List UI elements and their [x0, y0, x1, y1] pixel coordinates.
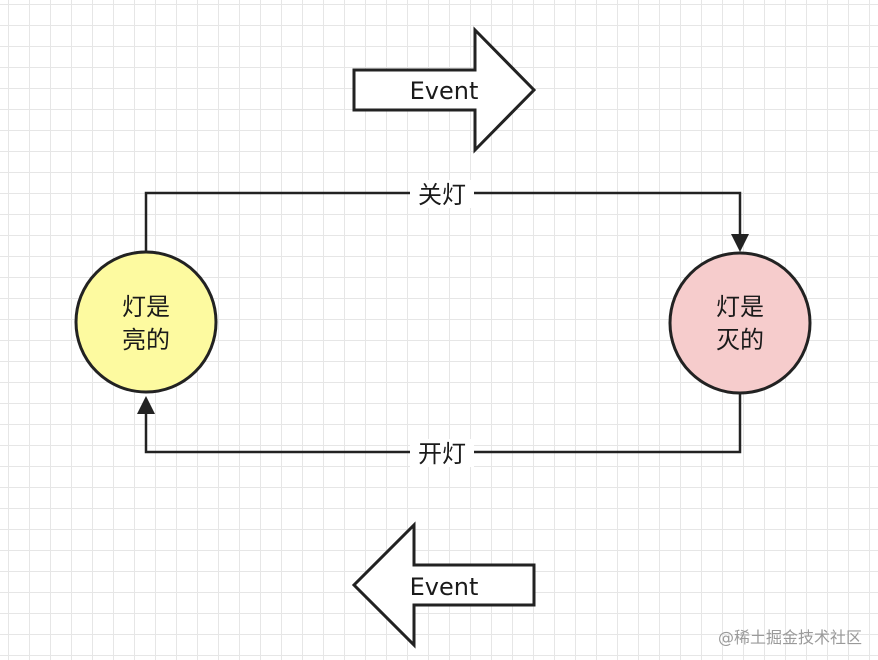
state-light-off: 灯是 灭的 [668, 251, 812, 395]
state-light-off-circle [668, 251, 812, 395]
event-arrow-right: Event [352, 26, 537, 154]
event-arrow-left: Event [351, 521, 536, 649]
turn-on-label: 开灯 [418, 440, 466, 468]
state-light-on: 灯是 亮的 [74, 250, 218, 394]
transition-turn-on: 开灯 [137, 394, 742, 468]
state-light-on-circle [74, 250, 218, 394]
turn-off-label: 关灯 [418, 181, 466, 209]
transition-turn-off: 关灯 [144, 180, 749, 252]
state-light-off-line2: 灭的 [716, 326, 764, 354]
state-light-on-line2: 亮的 [122, 326, 170, 354]
watermark: @稀土掘金技术社区 [717, 628, 862, 647]
turn-on-arrowhead [137, 396, 155, 414]
turn-off-arrowhead [731, 234, 749, 252]
state-light-off-line1: 灯是 [716, 293, 764, 321]
state-light-on-line1: 灯是 [122, 293, 170, 321]
event-arrow-right-label: Event [410, 77, 479, 105]
event-arrow-left-label: Event [410, 573, 479, 601]
